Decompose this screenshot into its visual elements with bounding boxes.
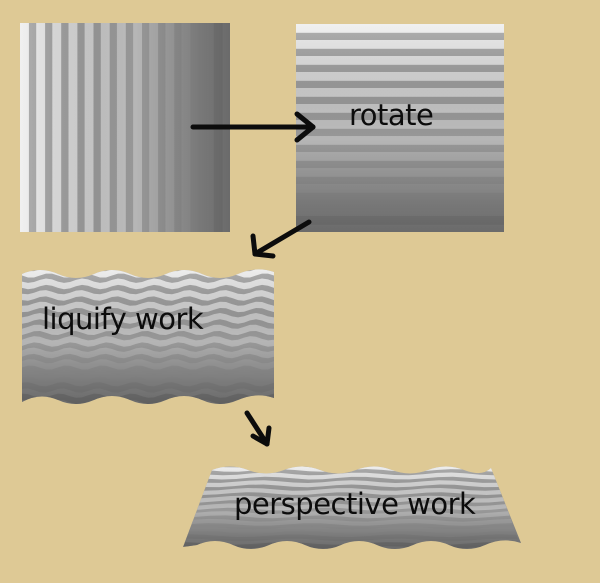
liquify-step-label: liquify work — [42, 302, 204, 336]
arrow-to-perspective — [244, 410, 272, 447]
rotated-striped-texture — [296, 24, 504, 232]
perspective-step-label: perspective work — [234, 487, 476, 521]
rotate-step-label: rotate — [349, 98, 434, 132]
perspective-striped-texture — [183, 466, 521, 549]
arrow-to-liquify — [250, 219, 312, 259]
arrow-to-rotate — [190, 111, 316, 143]
